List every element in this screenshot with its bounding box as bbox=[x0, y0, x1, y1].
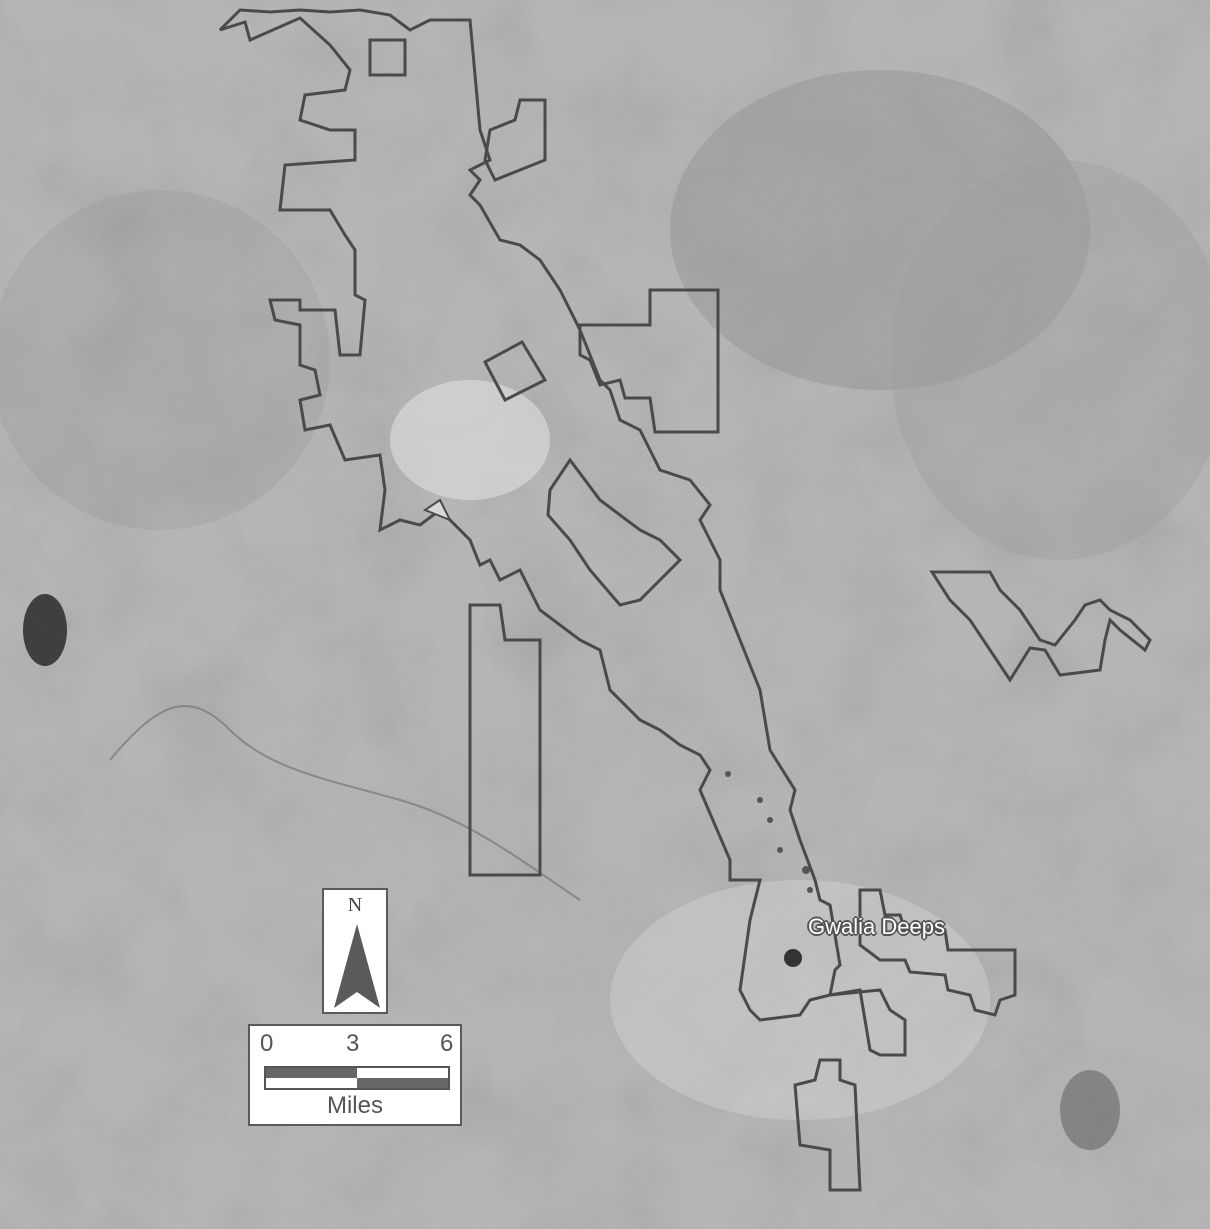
tenement-center-strip bbox=[546, 457, 683, 607]
north-arrow-box: N bbox=[322, 888, 388, 1014]
tenement-main bbox=[218, 8, 842, 1022]
scale-units: Miles bbox=[326, 1092, 383, 1119]
prospect-dots bbox=[725, 771, 813, 893]
scale-tick-0: 0 bbox=[260, 1030, 274, 1057]
scale-bar bbox=[264, 1066, 450, 1090]
tenement-south-tail bbox=[793, 1058, 862, 1192]
gwalia-deeps-label[interactable]: Gwalia Deeps bbox=[808, 914, 945, 939]
scale-bar-legend: 0 3 6 Miles bbox=[248, 1024, 462, 1126]
scale-tick-3: 3 bbox=[346, 1030, 360, 1057]
scale-tick-6: 6 bbox=[440, 1030, 454, 1057]
tenement-west-rect bbox=[468, 603, 542, 877]
tenement-east-strip bbox=[929, 570, 1152, 683]
tenement-ne-block bbox=[578, 288, 720, 434]
tenement-se-block bbox=[858, 888, 1017, 1017]
tenement-small-square bbox=[368, 38, 407, 77]
tenement-diamond bbox=[482, 340, 548, 402]
tenement-triangle bbox=[422, 498, 453, 522]
gwalia-deeps-marker bbox=[784, 949, 802, 967]
tenement-boundaries bbox=[218, 8, 1152, 1192]
north-label: N bbox=[347, 894, 363, 916]
tenement-south-pendant bbox=[829, 988, 907, 1057]
tenement-north-notch bbox=[483, 98, 547, 182]
north-arrow-icon bbox=[334, 924, 380, 1008]
